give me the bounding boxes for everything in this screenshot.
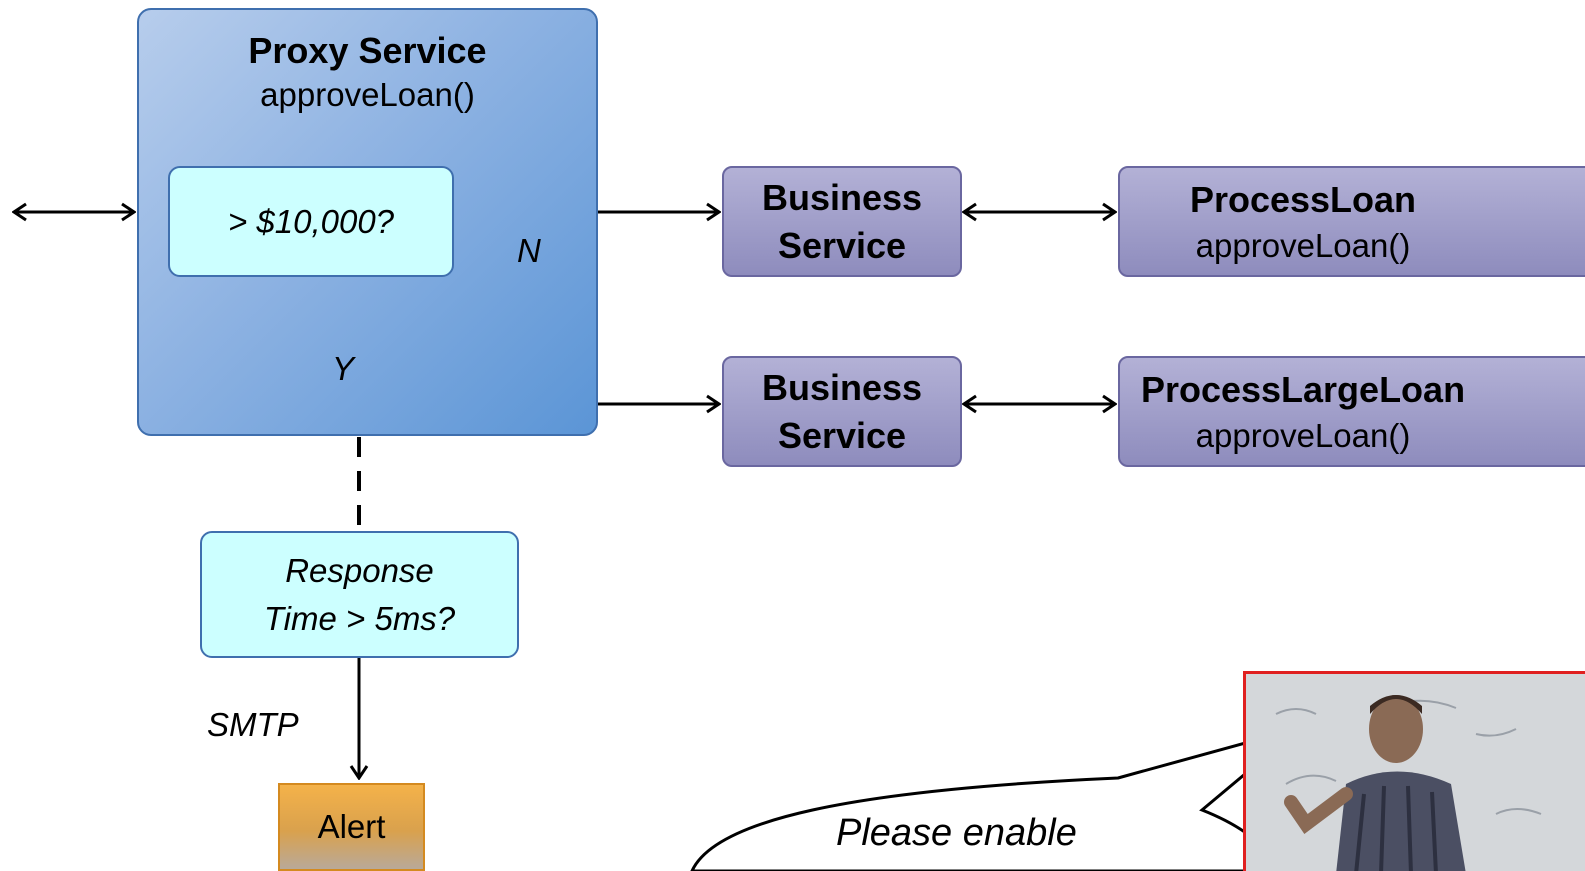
yes-label: Y (332, 350, 355, 387)
decision-text: > $10,000? (227, 202, 395, 240)
presenter-video[interactable] (1243, 671, 1585, 871)
business-service-label: Service (777, 414, 907, 456)
backend-name: ProcessLargeLoan (1140, 368, 1466, 410)
presenter-image (1246, 674, 1585, 871)
business-service-box-2: Business Service (722, 356, 962, 467)
business-service-label: Business (761, 176, 923, 218)
proxy-service-box: Proxy Service approveLoan() (137, 8, 598, 436)
loan-amount-decision: > $10,000? (168, 166, 454, 277)
response-time-check: Response Time > 5ms? (200, 531, 519, 658)
business-service-box-1: Business Service (722, 166, 962, 277)
business-service-label: Business (761, 366, 923, 408)
bubble-text: Please enable (836, 812, 1077, 854)
alert-box: Alert (278, 783, 425, 871)
smtp-label: SMTP (207, 706, 299, 743)
alert-label: Alert (317, 808, 386, 845)
response-check-line1: Response (285, 551, 434, 589)
backend-name: ProcessLoan (1189, 178, 1417, 220)
response-check-line2: Time > 5ms? (263, 599, 456, 637)
proxy-service-method: approveLoan() (260, 76, 475, 113)
no-label: N (517, 232, 541, 269)
business-service-label: Service (777, 224, 907, 266)
backend-method: approveLoan() (1195, 226, 1411, 264)
proxy-service-title: Proxy Service (248, 30, 487, 71)
backend-process-loan: ProcessLoan approveLoan() (1118, 166, 1585, 277)
backend-method: approveLoan() (1195, 416, 1411, 454)
speech-bubble (690, 726, 1301, 871)
backend-process-large-loan: ProcessLargeLoan approveLoan() (1118, 356, 1585, 467)
